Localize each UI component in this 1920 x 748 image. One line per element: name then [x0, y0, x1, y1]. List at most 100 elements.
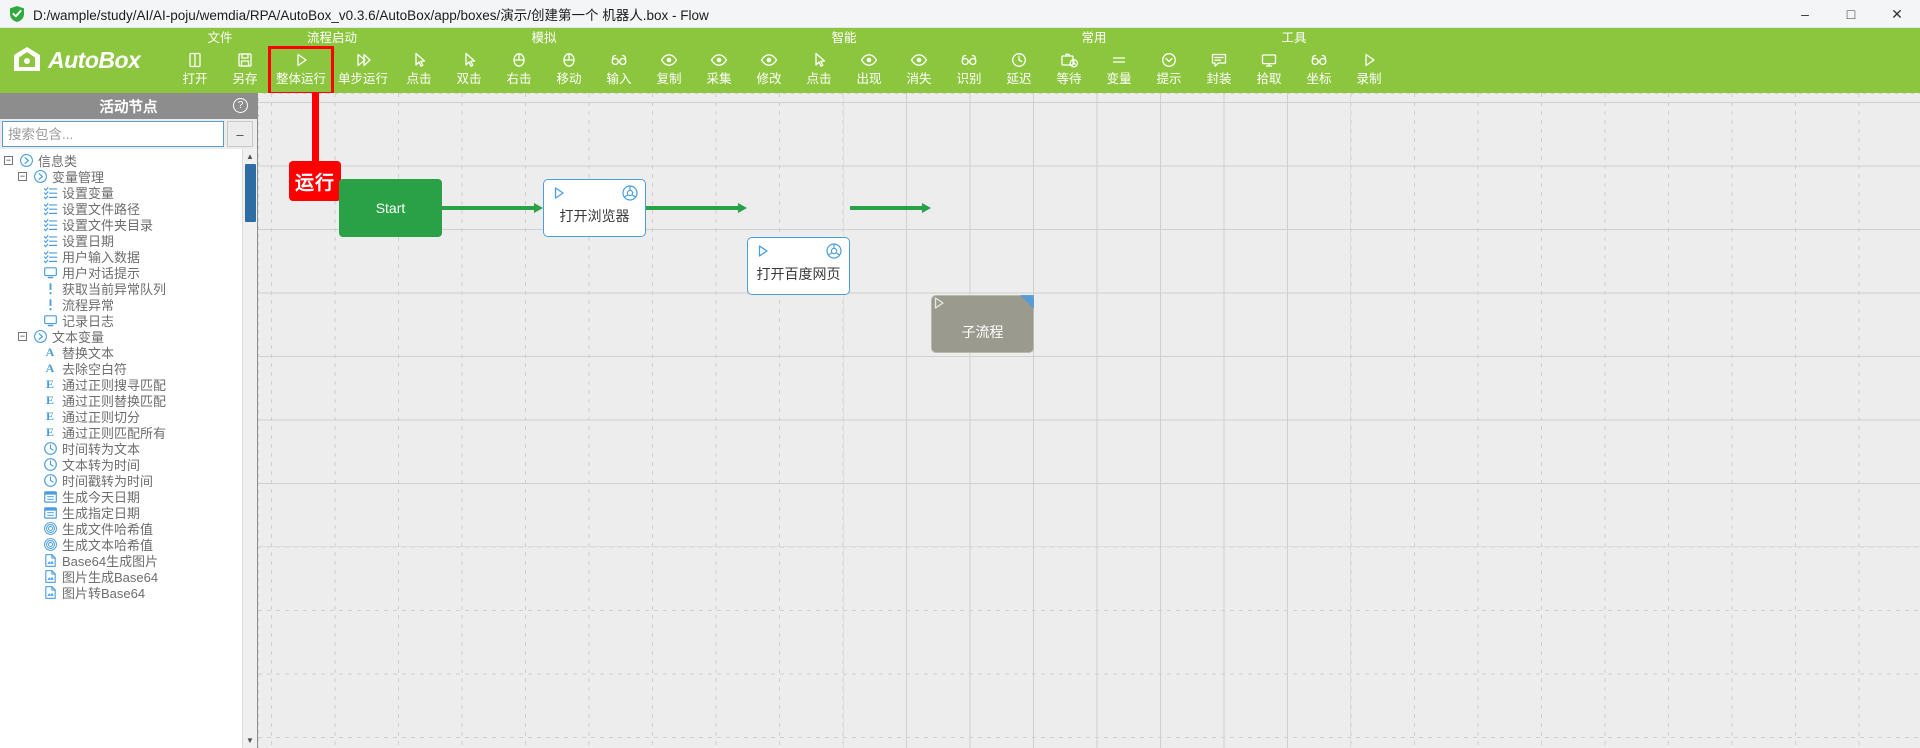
open-file-icon	[185, 50, 205, 70]
calendar-icon	[42, 488, 58, 504]
clock-icon	[42, 472, 58, 488]
tree-item-label: 变量管理	[52, 169, 105, 185]
tree-item-2[interactable]: 设置变量	[0, 184, 242, 201]
keyboard-input-icon	[609, 50, 629, 70]
tree-scrollbar[interactable]: ▲ ▼	[242, 149, 257, 748]
tree-item-3[interactable]: 设置文件路径	[0, 200, 242, 217]
ribbon-button-eye-modify[interactable]: 修改	[744, 48, 794, 93]
tree-item-22[interactable]: 生成指定日期	[0, 504, 242, 521]
ribbon-button-play-step[interactable]: 单步运行	[332, 48, 394, 93]
scroll-track[interactable]	[243, 164, 258, 733]
flow-connector-open-browser-to-open-baidu[interactable]	[646, 203, 747, 213]
tree-item-8[interactable]: 获取当前异常队列	[0, 280, 242, 297]
search-input[interactable]	[2, 121, 224, 147]
tree-item-25[interactable]: Base64生成图片	[0, 552, 242, 569]
scroll-up-arrow[interactable]: ▲	[242, 149, 257, 164]
tree-item-20[interactable]: 时间戳转为时间	[0, 472, 242, 489]
maximize-button[interactable]: □	[1846, 6, 1856, 22]
tree-item-21[interactable]: 生成今天日期	[0, 488, 242, 505]
ribbon-button-tip[interactable]: 提示	[1144, 48, 1194, 93]
corner-fold-icon	[1020, 295, 1034, 309]
category-arrow-icon	[32, 168, 48, 184]
tree-expander-icon[interactable]: −	[18, 330, 27, 341]
ribbon-button-cursor-click[interactable]: 点击	[394, 48, 444, 93]
tree-item-label: 通过正则替换匹配	[62, 393, 167, 409]
tree-expander-icon[interactable]: −	[18, 170, 27, 181]
ribbon-button-mouse-right[interactable]: 右击	[494, 48, 544, 93]
close-button[interactable]: ✕	[1891, 5, 1903, 22]
ribbon-button-cursor-smart-click[interactable]: 点击	[794, 48, 844, 93]
scroll-down-arrow[interactable]: ▼	[242, 733, 257, 748]
minimize-button[interactable]: –	[1801, 6, 1809, 22]
tree-item-23[interactable]: 生成文件哈希值	[0, 520, 242, 537]
record-play-icon	[1359, 50, 1379, 70]
play-small-icon[interactable]	[756, 244, 770, 258]
tree-group-11[interactable]: −文本变量	[0, 328, 242, 345]
play-small-icon[interactable]	[552, 186, 566, 200]
collapse-all-button[interactable]: –	[227, 121, 253, 147]
ribbon-button-glasses-recognize[interactable]: 识别	[944, 48, 994, 93]
ribbon-group-items: 延迟等待变量提示	[994, 48, 1194, 93]
tree-item-5[interactable]: 设置日期	[0, 232, 242, 249]
ribbon-button-cursor-doubleclick[interactable]: 双击	[444, 48, 494, 93]
flow-node-open-baidu[interactable]: 打开百度网页	[747, 237, 850, 295]
flow-node-open-browser[interactable]: 打开浏览器	[543, 179, 646, 237]
ribbon-button-copy[interactable]: 复制	[644, 48, 694, 93]
tree-item-27[interactable]: 图片转Base64	[0, 584, 242, 601]
ribbon-button-keyboard-input[interactable]: 输入	[594, 48, 644, 93]
flow-node-label: 打开百度网页	[756, 266, 841, 282]
tree-expander-icon[interactable]: −	[4, 154, 13, 165]
ribbon-button-mouse-move[interactable]: 移动	[544, 48, 594, 93]
ribbon-group-items: 封装拾取坐标录制	[1194, 48, 1394, 93]
tree-item-label: 生成今天日期	[62, 489, 141, 505]
monitor-icon	[42, 264, 58, 280]
ribbon-button-record-play[interactable]: 录制	[1344, 48, 1394, 93]
play-small-icon[interactable]	[932, 297, 946, 314]
ribbon-button-disappear[interactable]: 消失	[894, 48, 944, 93]
ribbon-button-label: 复制	[656, 72, 682, 86]
ribbon-button-open-file[interactable]: 打开	[170, 48, 220, 93]
ribbon-button-appear[interactable]: 出现	[844, 48, 894, 93]
tree-item-6[interactable]: 用户输入数据	[0, 248, 242, 265]
tree-item-24[interactable]: 生成文本哈希值	[0, 536, 242, 553]
ribbon-button-clock-delay[interactable]: 延迟	[994, 48, 1044, 93]
ribbon-button-play-outline[interactable]: 整体运行	[268, 46, 334, 93]
ribbon-button-save-as[interactable]: 另存	[220, 48, 270, 93]
tree-item-18[interactable]: 时间转为文本	[0, 440, 242, 457]
ribbon-button-eye-capture[interactable]: 采集	[694, 48, 744, 93]
tree-item-10[interactable]: 记录日志	[0, 312, 242, 329]
scroll-thumb[interactable]	[244, 164, 256, 222]
tree-item-9[interactable]: 流程异常	[0, 296, 242, 313]
ribbon-button-glasses-coord[interactable]: 坐标	[1294, 48, 1344, 93]
ribbon-button-label: 变量	[1106, 72, 1132, 86]
monitor-icon	[42, 312, 58, 328]
tree-item-label: 设置文件夹目录	[62, 217, 154, 233]
question-help-icon[interactable]: ?	[233, 98, 248, 113]
calendar-icon	[42, 504, 58, 520]
tree-item-19[interactable]: 文本转为时间	[0, 456, 242, 473]
clock-delay-icon	[1009, 50, 1029, 70]
canvas-grid	[258, 93, 1920, 748]
tree-item-26[interactable]: 图片生成Base64	[0, 568, 242, 585]
flow-connector-open-baidu-to-subflow[interactable]	[850, 203, 931, 213]
ribbon-button-package-comment[interactable]: 封装	[1194, 48, 1244, 93]
tree-item-7[interactable]: 用户对话提示	[0, 264, 242, 281]
tree-group-1[interactable]: − 变量管理	[0, 168, 242, 185]
ribbon-button-wait[interactable]: 等待	[1044, 48, 1094, 93]
ribbon-group-items: 采集修改点击出现消失识别	[694, 48, 994, 93]
tree-item-label: 通过正则匹配所有	[62, 425, 167, 441]
flow-connector-start-to-open-browser[interactable]	[442, 203, 543, 213]
flow-node-start[interactable]: Start	[339, 179, 442, 237]
ribbon-button-equals-variable[interactable]: 变量	[1094, 48, 1144, 93]
tree-item-4[interactable]: 设置文件夹目录	[0, 216, 242, 233]
tree-group-0[interactable]: −信息类	[0, 152, 242, 169]
ribbon-button-monitor-pick[interactable]: 拾取	[1244, 48, 1294, 93]
flow-node-subflow[interactable]: 子流程	[931, 295, 1034, 353]
